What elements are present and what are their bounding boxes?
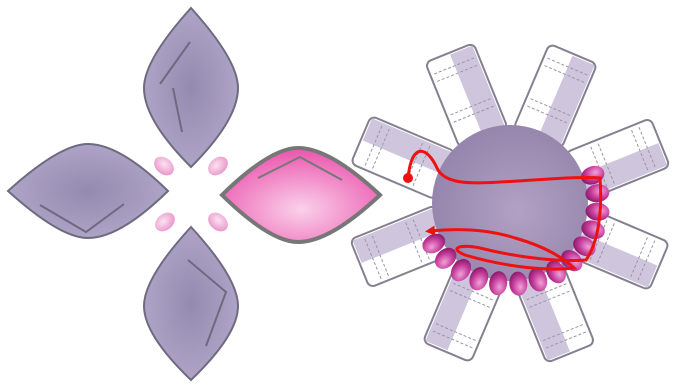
bud-top-left bbox=[150, 153, 177, 179]
bud-top-right bbox=[204, 153, 231, 179]
petal-top bbox=[144, 8, 238, 167]
petal-bottom bbox=[144, 227, 238, 380]
bud-bottom-right bbox=[204, 209, 231, 235]
left-figure bbox=[8, 8, 380, 380]
petal-left bbox=[8, 144, 168, 238]
right-figure bbox=[350, 43, 670, 363]
bud-bottom-left bbox=[151, 209, 178, 235]
flow-start-dot bbox=[403, 173, 413, 183]
